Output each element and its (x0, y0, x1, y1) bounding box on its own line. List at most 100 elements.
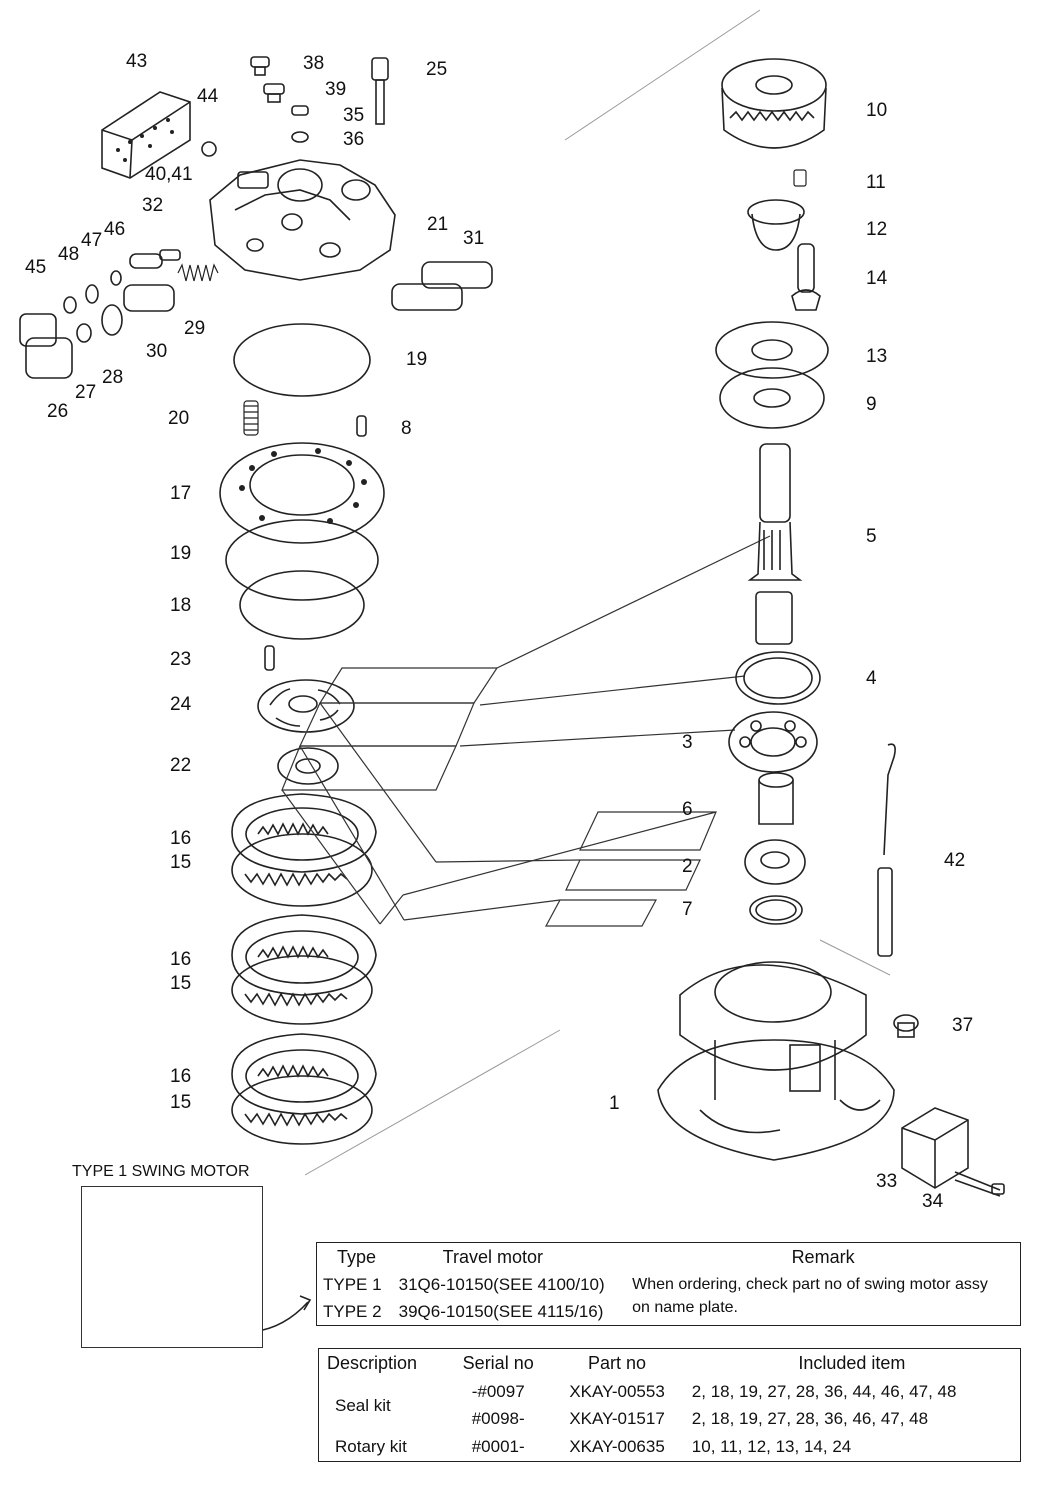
callout-33: 33 (876, 1171, 898, 1192)
callout-15-c: 15 (170, 1092, 192, 1113)
callout-43: 43 (126, 51, 148, 72)
type1-thumbnail-frame (81, 1186, 263, 1348)
ball-guide-12 (747, 199, 805, 251)
relief-block-33 (901, 1107, 969, 1189)
o-ring-47 (85, 284, 99, 304)
o-ring-27 (76, 323, 92, 343)
thumbnail-caption: TYPE 1 SWING MOTOR (72, 1163, 250, 1180)
callout-18: 18 (170, 595, 192, 616)
callout-5: 5 (866, 526, 877, 547)
drive-shaft-5 (747, 443, 803, 645)
plate-set-2 (231, 914, 377, 1025)
callout-19-top: 19 (406, 349, 428, 370)
plug-39 (263, 83, 285, 103)
description-cell: Seal kit (335, 1395, 391, 1415)
spring-11 (793, 169, 807, 187)
callout-22: 22 (170, 755, 192, 776)
valve-block-44 (101, 91, 191, 179)
level-gauge-42 (877, 743, 896, 957)
callout-38: 38 (303, 53, 325, 74)
plate-set-1 (231, 793, 377, 907)
o-ring-48 (63, 296, 77, 314)
motor-casing-1 (657, 961, 895, 1161)
o-ring-40-41 (201, 141, 217, 157)
check-valve-32 (129, 249, 181, 269)
bolt-25 (371, 57, 389, 125)
callout-34: 34 (922, 1191, 944, 1212)
o-ring-19 (225, 519, 379, 601)
callout-8: 8 (401, 418, 412, 439)
travel-motor-header: Travel motor (442, 1246, 543, 1267)
callout-31: 31 (463, 228, 485, 249)
leader-lines (281, 535, 771, 927)
bolt-34 (954, 1171, 1005, 1197)
callout-28: 28 (102, 367, 124, 388)
callout-44: 44 (197, 86, 219, 107)
callout-7: 7 (682, 899, 693, 920)
description-cell: Rotary kit (335, 1437, 407, 1457)
callout-32: 32 (142, 195, 164, 216)
callout-24: 24 (170, 694, 192, 715)
callout-45: 45 (25, 257, 47, 278)
callout-29: 29 (184, 318, 206, 339)
callout-6: 6 (682, 799, 693, 820)
serial-cell: #0001- (471, 1437, 525, 1457)
collar-2 (744, 839, 806, 885)
callout-48: 48 (58, 244, 80, 265)
part-cell: XKAY-00635 (569, 1437, 665, 1457)
callout-16-b: 16 (170, 949, 192, 970)
callout-37: 37 (952, 1015, 974, 1036)
callout-13: 13 (866, 346, 888, 367)
callout-40-41: 40,41 (145, 164, 193, 185)
callout-10: 10 (866, 100, 888, 121)
callout-11: 11 (866, 172, 886, 193)
callout-46: 46 (104, 219, 126, 240)
spring-29 (177, 263, 219, 282)
o-ring-28 (101, 304, 123, 336)
o-ring-18 (239, 570, 365, 640)
roller-bearing-3 (728, 711, 818, 773)
part-cell: XKAY-01517 (569, 1409, 665, 1429)
pin-8 (356, 415, 367, 437)
callout-21: 21 (427, 214, 449, 235)
plunger-30 (123, 284, 175, 312)
o-ring-46 (110, 270, 122, 286)
callout-25: 25 (426, 59, 448, 80)
callout-15-a: 15 (170, 852, 192, 873)
included-header: Included item (798, 1353, 906, 1373)
snap-ring-7 (749, 895, 803, 925)
valve-plate-24 (257, 679, 355, 733)
serial-cell: -#0097 (471, 1381, 525, 1401)
part-cell: XKAY-00553 (569, 1381, 665, 1401)
callout-1: 1 (609, 1093, 620, 1114)
callout-14: 14 (866, 268, 888, 289)
pin-23 (264, 645, 275, 671)
included-cell: 10, 11, 12, 13, 14, 24 (691, 1437, 852, 1457)
motor-cell: 31Q6-10150(SEE 4100/10) (398, 1274, 605, 1294)
relief-valve-31 (391, 261, 493, 311)
callout-30: 30 (146, 341, 168, 362)
rear-flange-17 (219, 442, 385, 544)
callout-9: 9 (866, 394, 877, 415)
kit-table: Description Serial no Part no Included i… (318, 1348, 1021, 1462)
type-cell: TYPE 1 (323, 1274, 382, 1294)
callout-42: 42 (944, 850, 966, 871)
plug-35 (291, 105, 309, 116)
type-table: Type Travel motor Remark TYPE 1 31Q6-101… (316, 1242, 1021, 1326)
remark-line-1: When ordering, check part no of swing mo… (632, 1275, 988, 1293)
callout-39: 39 (325, 79, 347, 100)
serial-header: Serial no (462, 1353, 534, 1373)
included-cell: 2, 18, 19, 27, 28, 36, 46, 47, 48 (691, 1409, 929, 1429)
cylinder-block-10 (721, 58, 827, 149)
callout-36: 36 (343, 129, 365, 150)
callout-16-a: 16 (170, 828, 192, 849)
o-ring-36 (291, 131, 309, 143)
callout-12: 12 (866, 219, 888, 240)
remark-header: Remark (791, 1246, 855, 1267)
callout-26: 26 (47, 401, 69, 422)
set-plate-13 (715, 321, 829, 379)
callout-19: 19 (170, 543, 192, 564)
callout-4: 4 (866, 668, 877, 689)
